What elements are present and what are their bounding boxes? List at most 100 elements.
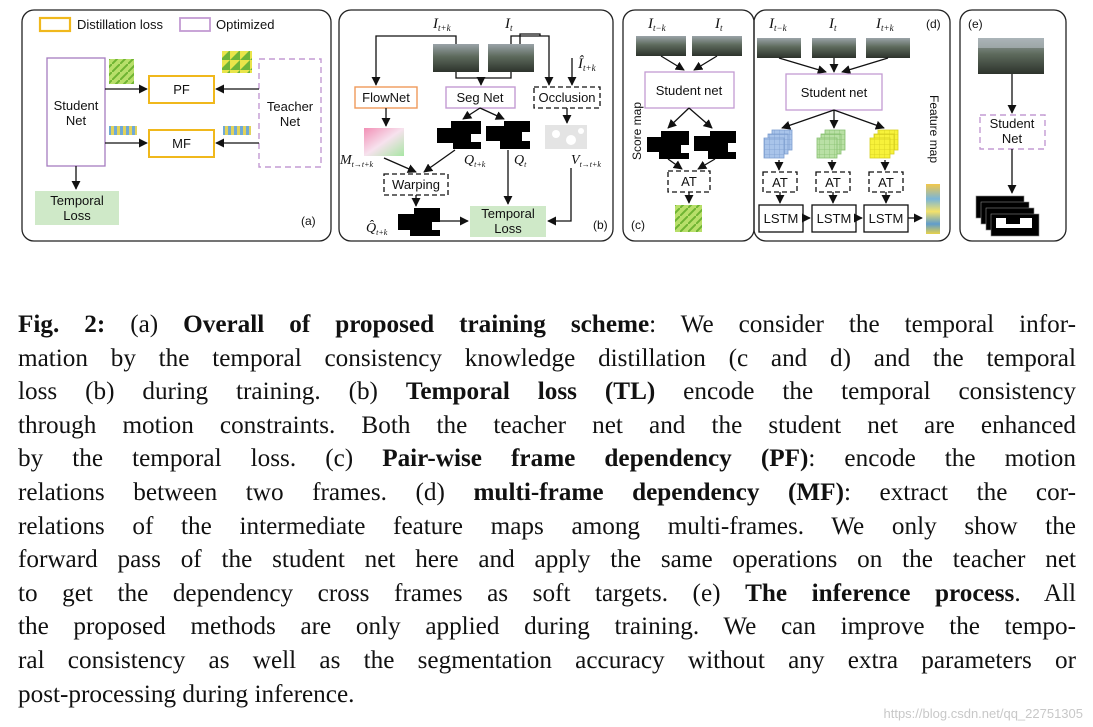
panel-c: It−k It Student net Score map AT (c) [622, 9, 755, 242]
caption-segment: ral consistency as well as the segmentat… [18, 646, 1076, 674]
teacher-score-map-thumbnail [222, 51, 252, 73]
d-lstm-label-1: LSTM [764, 211, 799, 226]
c-score-map-1 [647, 131, 689, 159]
label-d-i-t: It [828, 16, 837, 33]
label-i-t: It [504, 16, 513, 33]
frame-t-plus-k-thumbnail [433, 44, 479, 72]
caption-line: Fig. 2: (a) Overall of proposed training… [18, 308, 1076, 342]
caption-bold-segment: multi-frame dependency (MF) [473, 478, 844, 506]
segnet-label: Seg Net [457, 90, 504, 105]
d-lstm-box-1 [758, 204, 804, 233]
caption-bold-segment: Overall of proposed training scheme [183, 311, 650, 338]
caption-segment: mation by the temporal consistency knowl… [18, 344, 1076, 372]
watermark: https://blog.csdn.net/qq_22751305 [883, 706, 1084, 721]
optical-flow-thumbnail [364, 128, 404, 156]
c-student-net-box [644, 71, 735, 109]
legend-distillation-swatch [38, 16, 72, 33]
d-frame-1-thumbnail [757, 38, 801, 58]
label-d-i-t-plus-k: It+k [875, 16, 895, 33]
caption-segment: relations between two frames. (d) [18, 478, 474, 506]
occlusion-label: Occlusion [538, 90, 595, 105]
legend-distillation-label: Distillation loss [77, 17, 163, 32]
panel-d-tag: (d) [926, 17, 941, 31]
student-feature-thumbnail [109, 126, 137, 135]
caption-line: through motion constraints. Both the tea… [18, 409, 1076, 443]
d-frame-2-thumbnail [812, 38, 856, 58]
temporal-loss-box-b [470, 206, 546, 237]
caption-bold-segment: Pair-wise frame dependency (PF) [382, 445, 809, 473]
seg-mask-t-plus-k [437, 121, 481, 149]
caption-segment: to get the dependency cross frames as so… [18, 579, 746, 607]
c-attention-output-thumbnail [675, 205, 702, 232]
label-q-hat: Q̂t+k [366, 220, 388, 237]
caption-segment: post-processing during inference. [18, 680, 355, 708]
warping-label: Warping [392, 177, 440, 192]
caption-bold-segment: Fig. 2: [18, 311, 106, 338]
label-v: Vt→t+k [571, 153, 601, 169]
panel-b: It+k It FlowNet Seg Net Occlusion Ît+k M… [338, 9, 614, 242]
label-i-hat: Ît+k [577, 55, 597, 73]
figure-caption: Fig. 2: (a) Overall of proposed training… [18, 308, 1076, 711]
caption-line: relations between two frames. (d) multi-… [18, 476, 1076, 510]
e-student-net-box [979, 114, 1046, 150]
d-at-label-2: AT [825, 175, 841, 190]
label-flow-m: Mt→t+k [339, 153, 374, 169]
legend-optimized-swatch [179, 17, 211, 32]
caption-segment: . All [1014, 579, 1077, 607]
caption-bold-segment: Temporal loss (TL) [405, 378, 656, 406]
c-frame-1-thumbnail [636, 36, 686, 56]
frame-t-thumbnail [488, 44, 534, 72]
caption-segment: relations of the intermediate feature ma… [18, 512, 1076, 540]
d-feature-cube-blue [763, 129, 793, 159]
caption-line: post-processing during inference. [18, 678, 1076, 712]
c-student-net-label: Student net [656, 83, 723, 98]
caption-line: mation by the temporal consistency knowl… [18, 342, 1076, 376]
label-c-i-t: It [714, 16, 723, 33]
teacher-net-box [258, 58, 322, 168]
d-feature-cube-green [816, 129, 846, 159]
label-i-t-plus-k: It+k [432, 16, 452, 33]
caption-segment: through motion constraints. Both the tea… [18, 411, 1076, 439]
caption-bold-segment: The inference process [745, 579, 1015, 607]
d-frame-3-thumbnail [866, 38, 910, 58]
d-at-box-2 [815, 171, 851, 193]
pf-label: PF [173, 82, 190, 97]
flownet-label: FlowNet [362, 90, 410, 105]
mf-box [148, 129, 215, 158]
legend-optimized-label: Optimized [216, 17, 275, 32]
warped-seg-mask [398, 208, 440, 236]
d-at-label-3: AT [878, 175, 894, 190]
caption-segment: : encode the motion [808, 445, 1076, 473]
d-at-box-1 [762, 171, 798, 193]
caption-segment: : We consider the temporal infor- [649, 311, 1076, 338]
label-q-t-plus-k: Qt+k [464, 153, 486, 169]
panel-b-tag: (b) [593, 218, 608, 232]
student-score-map-thumbnail [109, 59, 134, 84]
c-at-label: AT [681, 174, 697, 189]
caption-line: forward pass of the student net here and… [18, 543, 1076, 577]
c-score-map-2 [694, 131, 736, 159]
label-c-i-t-minus-k: It−k [647, 16, 667, 33]
caption-segment: loss (b) during training. (b) [18, 378, 406, 406]
caption-segment: the proposed methods are only applied du… [18, 613, 1076, 641]
mf-label: MF [172, 136, 191, 151]
caption-line: loss (b) during training. (b) Temporal l… [18, 375, 1076, 409]
panel-d: It−k It It+k (d) Student net Feature map [753, 9, 951, 242]
caption-line: ral consistency as well as the segmentat… [18, 644, 1076, 678]
d-feature-map-output [926, 184, 940, 234]
d-lstm-label-2: LSTM [817, 211, 852, 226]
label-d-i-t-minus-k: It−k [768, 16, 788, 33]
d-at-label-1: AT [772, 175, 788, 190]
d-student-net-box [785, 73, 883, 111]
teacher-feature-thumbnail [223, 126, 251, 135]
d-lstm-label-3: LSTM [869, 211, 904, 226]
caption-segment: (a) [105, 311, 184, 338]
d-student-net-label: Student net [801, 85, 868, 100]
